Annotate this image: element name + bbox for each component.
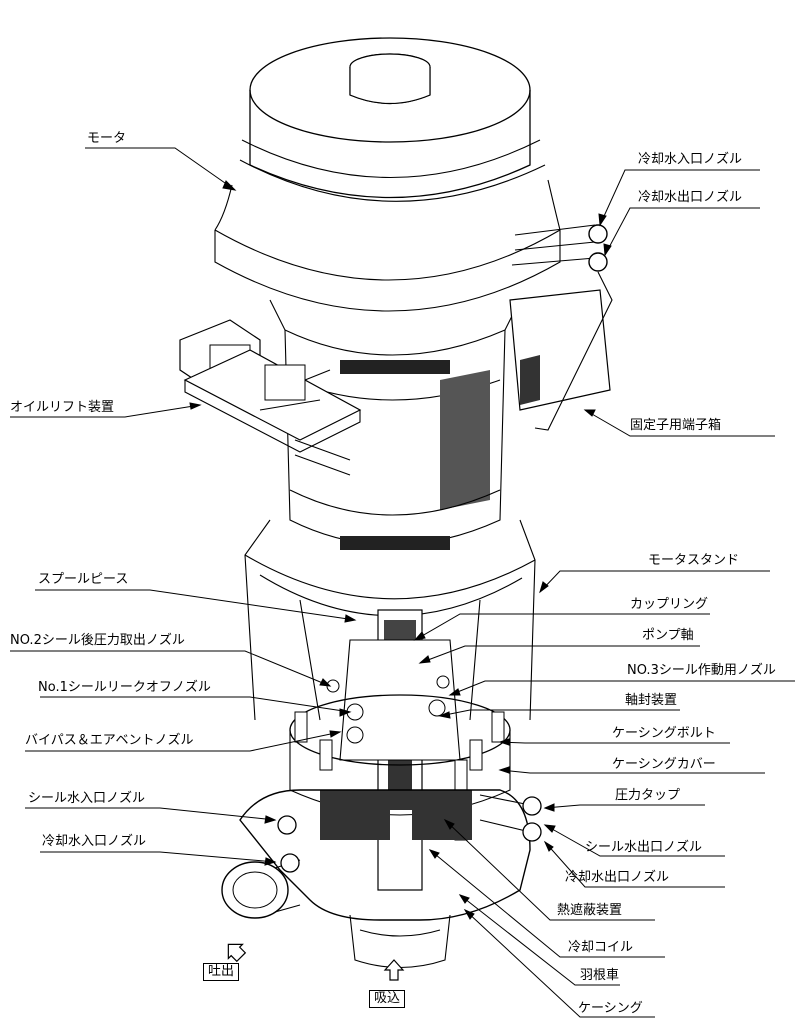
label-no1-seal-leak-nozzle: No.1シールリークオフノズル (38, 680, 211, 695)
label-spool-piece: スプールピース (38, 572, 129, 587)
label-cooling-water-in-top: 冷却水入口ノズル (638, 152, 743, 167)
label-cooling-water-out-bottom: 冷却水出口ノズル (565, 870, 670, 885)
label-casing-bolt: ケーシングボルト (612, 726, 716, 741)
label-discharge: 吐出 (203, 963, 240, 981)
label-suction: 吸込 (369, 990, 406, 1008)
label-coupling: カップリング (630, 597, 709, 612)
label-seal-water-out: シール水出口ノズル (585, 840, 703, 855)
label-heat-shield: 熱遮蔽装置 (557, 903, 623, 918)
label-no2-seal-nozzle: NO.2シール後圧力取出ノズル (10, 633, 185, 648)
label-oil-lift: オイルリフト装置 (10, 400, 115, 415)
flow-arrows (227, 943, 405, 981)
label-shaft-seal: 軸封装置 (625, 693, 678, 708)
label-casing: ケーシング (578, 1001, 643, 1016)
label-motor: モータ (87, 131, 127, 146)
label-pump-shaft: ポンプ軸 (642, 628, 694, 643)
label-cooling-water-out-top: 冷却水出口ノズル (638, 190, 743, 205)
label-casing-cover: ケーシングカバー (612, 757, 716, 772)
label-no3-seal-nozzle: NO.3シール作動用ノズル (627, 663, 776, 678)
label-seal-water-in: シール水入口ノズル (28, 791, 146, 806)
label-cooling-coil: 冷却コイル (568, 940, 634, 955)
label-motor-stand: モータスタンド (648, 553, 740, 568)
label-stator-terminal-box: 固定子用端子箱 (630, 418, 722, 433)
motor-drawing (179, 37, 613, 550)
label-pressure-tap: 圧力タップ (615, 788, 681, 803)
label-bypass-vent-nozzle: バイパス＆エアベントノズル (25, 733, 194, 748)
pump-section-drawing (221, 609, 542, 969)
label-cooling-water-in-bottom: 冷却水入口ノズル (42, 834, 147, 849)
label-impeller: 羽根車 (580, 968, 620, 983)
leader-lines (10, 147, 795, 1018)
